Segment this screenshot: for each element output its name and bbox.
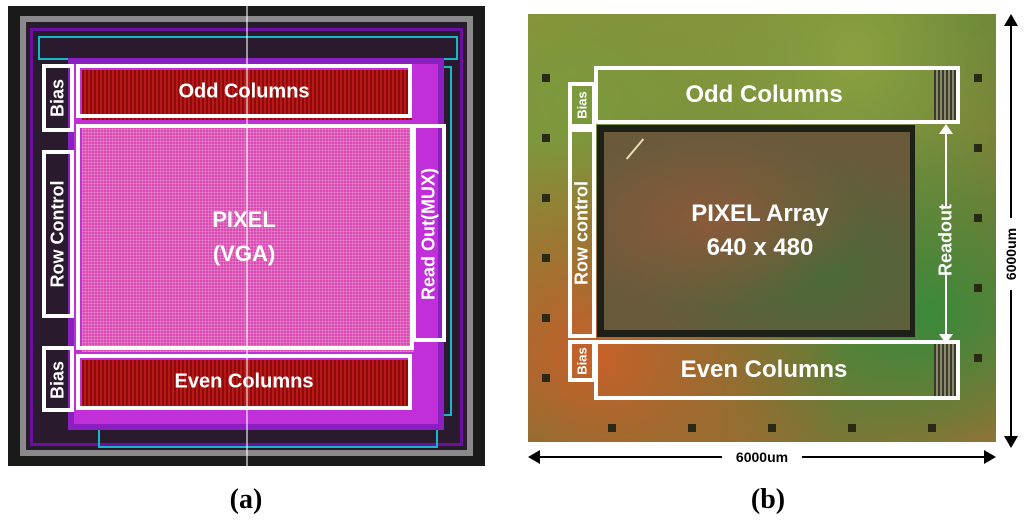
height-dimension-label: 6000um (1003, 227, 1019, 281)
readout-bottom-structure (934, 344, 960, 400)
width-dimension-label: 6000um (735, 449, 789, 465)
bias-bottom-box (568, 340, 596, 382)
caption-b: (b) (750, 484, 786, 515)
even-columns-label: Even Columns (174, 370, 314, 393)
bond-pad (768, 424, 776, 432)
width-arrow-left-icon (528, 450, 540, 464)
row-control-label: Row control (571, 181, 592, 285)
readout-label: Readout (935, 204, 956, 276)
readout-arrow-up-icon (939, 124, 953, 134)
bond-pad (974, 284, 982, 292)
routing-wire-top (38, 36, 458, 60)
readout-arrow-shaft-top (945, 128, 947, 206)
bias-bottom-label: Bias (47, 360, 68, 400)
row-control-box (42, 150, 74, 318)
pixel-array-label-line2: 640 x 480 (706, 234, 814, 261)
width-arrow-right-icon (984, 450, 996, 464)
bond-pad (542, 134, 550, 142)
even-columns-box (594, 340, 960, 400)
caption-a: (a) (229, 484, 263, 515)
height-label-bg (1000, 218, 1022, 290)
bond-pad (542, 254, 550, 262)
bond-pad (688, 424, 696, 432)
height-arrow-up-icon (1004, 14, 1018, 26)
readout-top-structure (934, 68, 960, 124)
pixel-label-line2: (VGA) (212, 241, 276, 266)
die-photo-panel-b: Odd Columns Even Columns Bias Row contro… (528, 14, 996, 442)
row-control-box (568, 128, 596, 338)
pixel-label-line1: PIXEL (212, 207, 276, 232)
readout-box (412, 124, 446, 342)
bond-pad (974, 354, 982, 362)
readout-label: Read Out(MUX) (418, 168, 439, 300)
even-columns-label: Even Columns (680, 356, 848, 383)
pixel-array-layout (82, 126, 414, 352)
height-arrow-down-icon (1004, 436, 1018, 448)
pixel-array-photo (604, 132, 910, 330)
bond-pad (608, 424, 616, 432)
bond-pad (974, 74, 982, 82)
bias-top-box (42, 64, 74, 132)
bond-pad (542, 374, 550, 382)
pixel-box (76, 124, 414, 350)
bond-pad (542, 74, 550, 82)
odd-columns-box (594, 66, 960, 124)
odd-columns-label: Odd Columns (685, 81, 843, 108)
bias-bottom-label: Bias (574, 347, 590, 375)
row-control-label: Row Control (47, 180, 68, 288)
width-label-bg (722, 448, 802, 466)
bias-top-box (568, 82, 596, 128)
readout-arrow-shaft-bottom (945, 272, 947, 338)
bond-pad (542, 314, 550, 322)
bias-top-label: Bias (47, 78, 68, 118)
pixel-array-label-line1: PIXEL Array (691, 200, 829, 227)
bond-pad (974, 144, 982, 152)
odd-columns-label: Odd Columns (178, 80, 310, 103)
bond-pad (848, 424, 856, 432)
bond-pad (974, 214, 982, 222)
bias-bottom-box (42, 346, 74, 412)
odd-columns-box (76, 64, 412, 118)
bond-pad (542, 194, 550, 202)
center-line (246, 6, 248, 466)
readout-arrow-down-icon (939, 334, 953, 344)
layout-image-panel-a: Odd Columns Even Columns PIXEL (VGA) Bia… (8, 6, 485, 466)
even-columns-box (76, 354, 412, 410)
bias-top-label: Bias (574, 91, 590, 119)
bond-pad (928, 424, 936, 432)
